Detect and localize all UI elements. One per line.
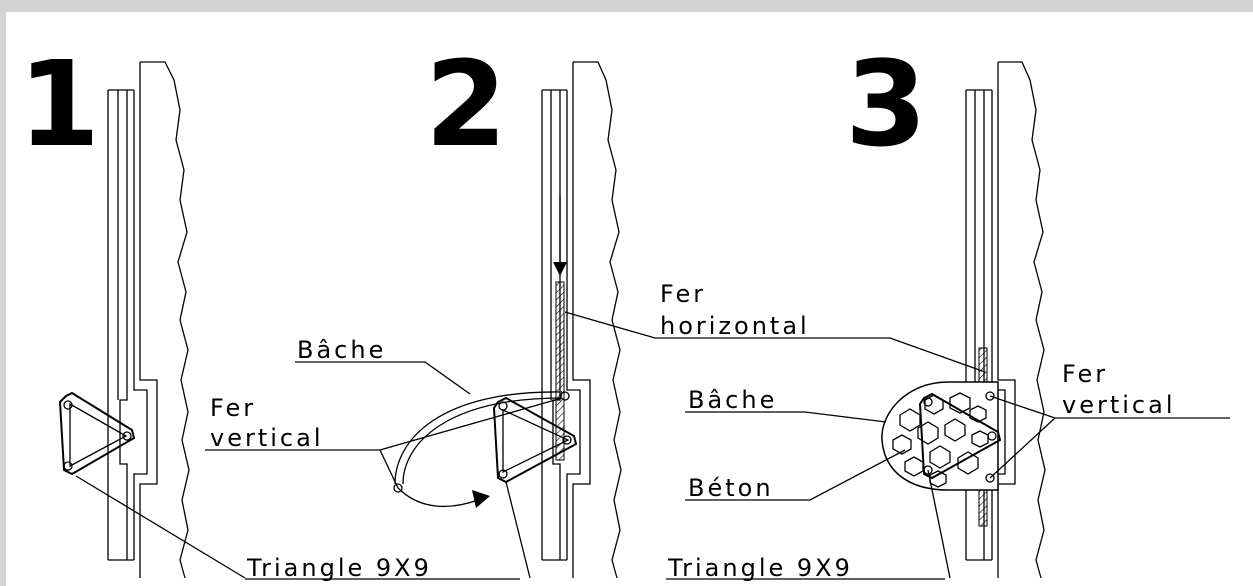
rebar-dot-3d [985, 391, 995, 401]
rotate-arrow-icon [472, 490, 490, 508]
label-fer-horizontal-2: horizontal [660, 312, 810, 340]
label-vertical-3: vertical [1062, 391, 1175, 419]
rebar-dot-1c [63, 461, 73, 471]
label-fer-horizontal-1: Fer [660, 280, 706, 308]
leader-fer-vertical-3b [989, 395, 1056, 419]
diagram-panel [6, 12, 1253, 586]
wall-surface-2 [573, 61, 622, 579]
triangle-rebar-1 [58, 391, 136, 476]
label-bache-2: Bâche [297, 336, 386, 364]
rebar-dot-2b [562, 435, 572, 445]
leader-fer-vertical-2b [379, 449, 399, 489]
step-1: 1 [18, 35, 246, 579]
formwork-1 [139, 62, 158, 578]
panel-caps-2 [542, 89, 567, 561]
triangle-inner-2 [502, 408, 570, 474]
label-fer-3: Fer [1062, 360, 1108, 388]
panel-caps-1 [108, 89, 134, 561]
label-beton-3: Béton [688, 474, 774, 502]
leader-fer-horizontal [564, 311, 986, 373]
leader-triangle-1 [75, 475, 246, 579]
step-number-1: 1 [18, 35, 100, 173]
formwork-3 [997, 62, 1016, 578]
rebar-dot-2d [560, 391, 570, 401]
rebar-dot-3a [923, 397, 933, 407]
label-vertical-2: vertical [210, 424, 323, 452]
label-triangle-1: Triangle 9X9 [246, 554, 432, 582]
leader-fer-vertical-3c [989, 417, 1056, 479]
rebar-dot-3e [985, 473, 995, 483]
leader-beton-3 [685, 449, 906, 501]
rebar-dot-3b [987, 431, 997, 441]
panel-caps-3 [966, 89, 992, 561]
wall-surface-1 [140, 61, 190, 579]
rebar-dot-1a [63, 400, 73, 410]
rebar-dot-3c [923, 465, 933, 475]
step-number-3: 3 [845, 35, 927, 173]
formwork-inner-1 [133, 90, 148, 560]
formwork-2 [572, 62, 591, 578]
insert-arrow-icon [553, 262, 567, 276]
triangle-inner-1 [69, 402, 128, 468]
rebar-dot-2c [498, 469, 508, 479]
wall-surface-3 [998, 61, 1046, 579]
label-triangle-2: Triangle 9X9 [667, 554, 853, 582]
leader-triangle-3 [927, 469, 951, 579]
rotate-arrow-arc [397, 487, 479, 508]
step-number-2: 2 [425, 35, 507, 173]
panel-line-1a [119, 90, 128, 560]
triangle-rebar-3 [918, 392, 1002, 480]
triangle-rebar-2 [492, 396, 578, 484]
label-bache-3: Bâche [688, 386, 777, 414]
leader-bache-2 [295, 361, 471, 395]
tarp-pivot [393, 483, 403, 493]
step-2: 2 [205, 35, 986, 579]
tarp-arc-outer [394, 391, 563, 485]
tarp-arc-inner [402, 397, 563, 485]
rebar-dot-1b [122, 431, 132, 441]
formwork-inner-2 [566, 90, 581, 560]
leader-triangle-2 [505, 481, 531, 579]
step-3: 3 [685, 35, 1230, 579]
labels: Triangle 9X9 Bâche Fer vertical Fer hori… [210, 280, 1175, 582]
rebar-horizontal-2 [555, 281, 565, 461]
leader-bache-3 [685, 411, 887, 423]
label-fer-2: Fer [210, 394, 256, 422]
